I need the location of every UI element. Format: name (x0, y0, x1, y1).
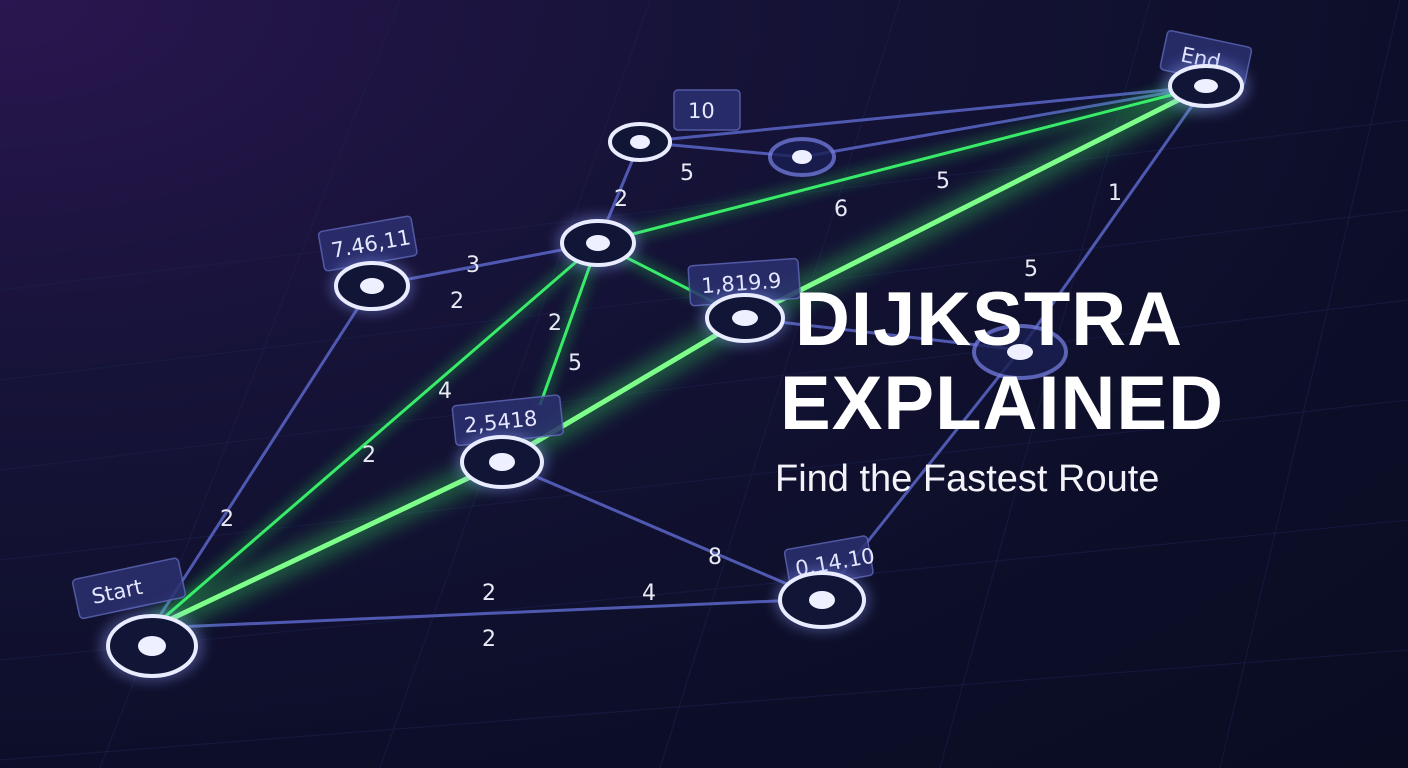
weight-label: 2 (614, 187, 628, 212)
node-tags: Start End 10 7.46,11 1,819.9 2,5418 0.14… (71, 29, 1253, 620)
weight-label: 5 (568, 351, 582, 376)
weight-label: 5 (1024, 257, 1038, 282)
left-node-tag: 7.46,11 (317, 215, 418, 272)
weight-label: 5 (680, 161, 694, 186)
edge-center-bottom (501, 460, 823, 601)
shortest-path (147, 76, 1211, 638)
node-top[interactable] (608, 122, 672, 162)
edge-start-left (150, 285, 374, 629)
edge-top-end (639, 84, 1207, 144)
weight-label: 2 (548, 311, 562, 336)
weight-label: 4 (642, 581, 656, 606)
node-right[interactable] (972, 324, 1068, 380)
edge-end-right (1018, 85, 1208, 351)
subtitle: Find the Fastest Route (775, 458, 1160, 500)
node-mid[interactable] (701, 290, 789, 346)
headline-line-1: DIJKSTRA (795, 277, 1184, 362)
mid-node-tag: 1,819.9 (687, 257, 802, 307)
weight-label: 2 (482, 627, 496, 652)
node-topmid[interactable] (768, 137, 836, 177)
node-upper[interactable] (556, 215, 640, 271)
top-node-tag: 10 (673, 89, 741, 131)
weight-label: 6 (834, 197, 848, 222)
weight-label: 3 (466, 253, 480, 278)
edge-start-upper (151, 241, 599, 630)
shortest-path-line (150, 83, 1208, 631)
node-bottom[interactable] (774, 568, 870, 632)
weight-label: 2 (482, 581, 496, 606)
weight-label: 2 (450, 289, 464, 314)
graph-nodes (100, 58, 1250, 682)
weight-label: 2 (362, 443, 376, 468)
start-tag: Start (71, 557, 186, 620)
weight-label: 8 (708, 545, 722, 570)
node-end[interactable] (1162, 58, 1250, 114)
headline-line-2: EXPLAINED (780, 361, 1224, 446)
node-center[interactable] (456, 432, 548, 492)
node-left[interactable] (330, 258, 414, 314)
edge-weight-labels: 5 2 3 2 2 5 4 2 2 5 6 1 5 8 2 4 2 (220, 161, 1122, 652)
weight-label: 1 (1108, 181, 1122, 206)
node-start[interactable] (100, 610, 204, 682)
weight-label: 2 (220, 507, 234, 532)
weight-label: 4 (438, 379, 452, 404)
top-node-label: 10 (688, 99, 715, 123)
edge-upper-end (597, 84, 1207, 245)
weight-label: 5 (936, 169, 950, 194)
edge-start-bottom (151, 597, 823, 630)
